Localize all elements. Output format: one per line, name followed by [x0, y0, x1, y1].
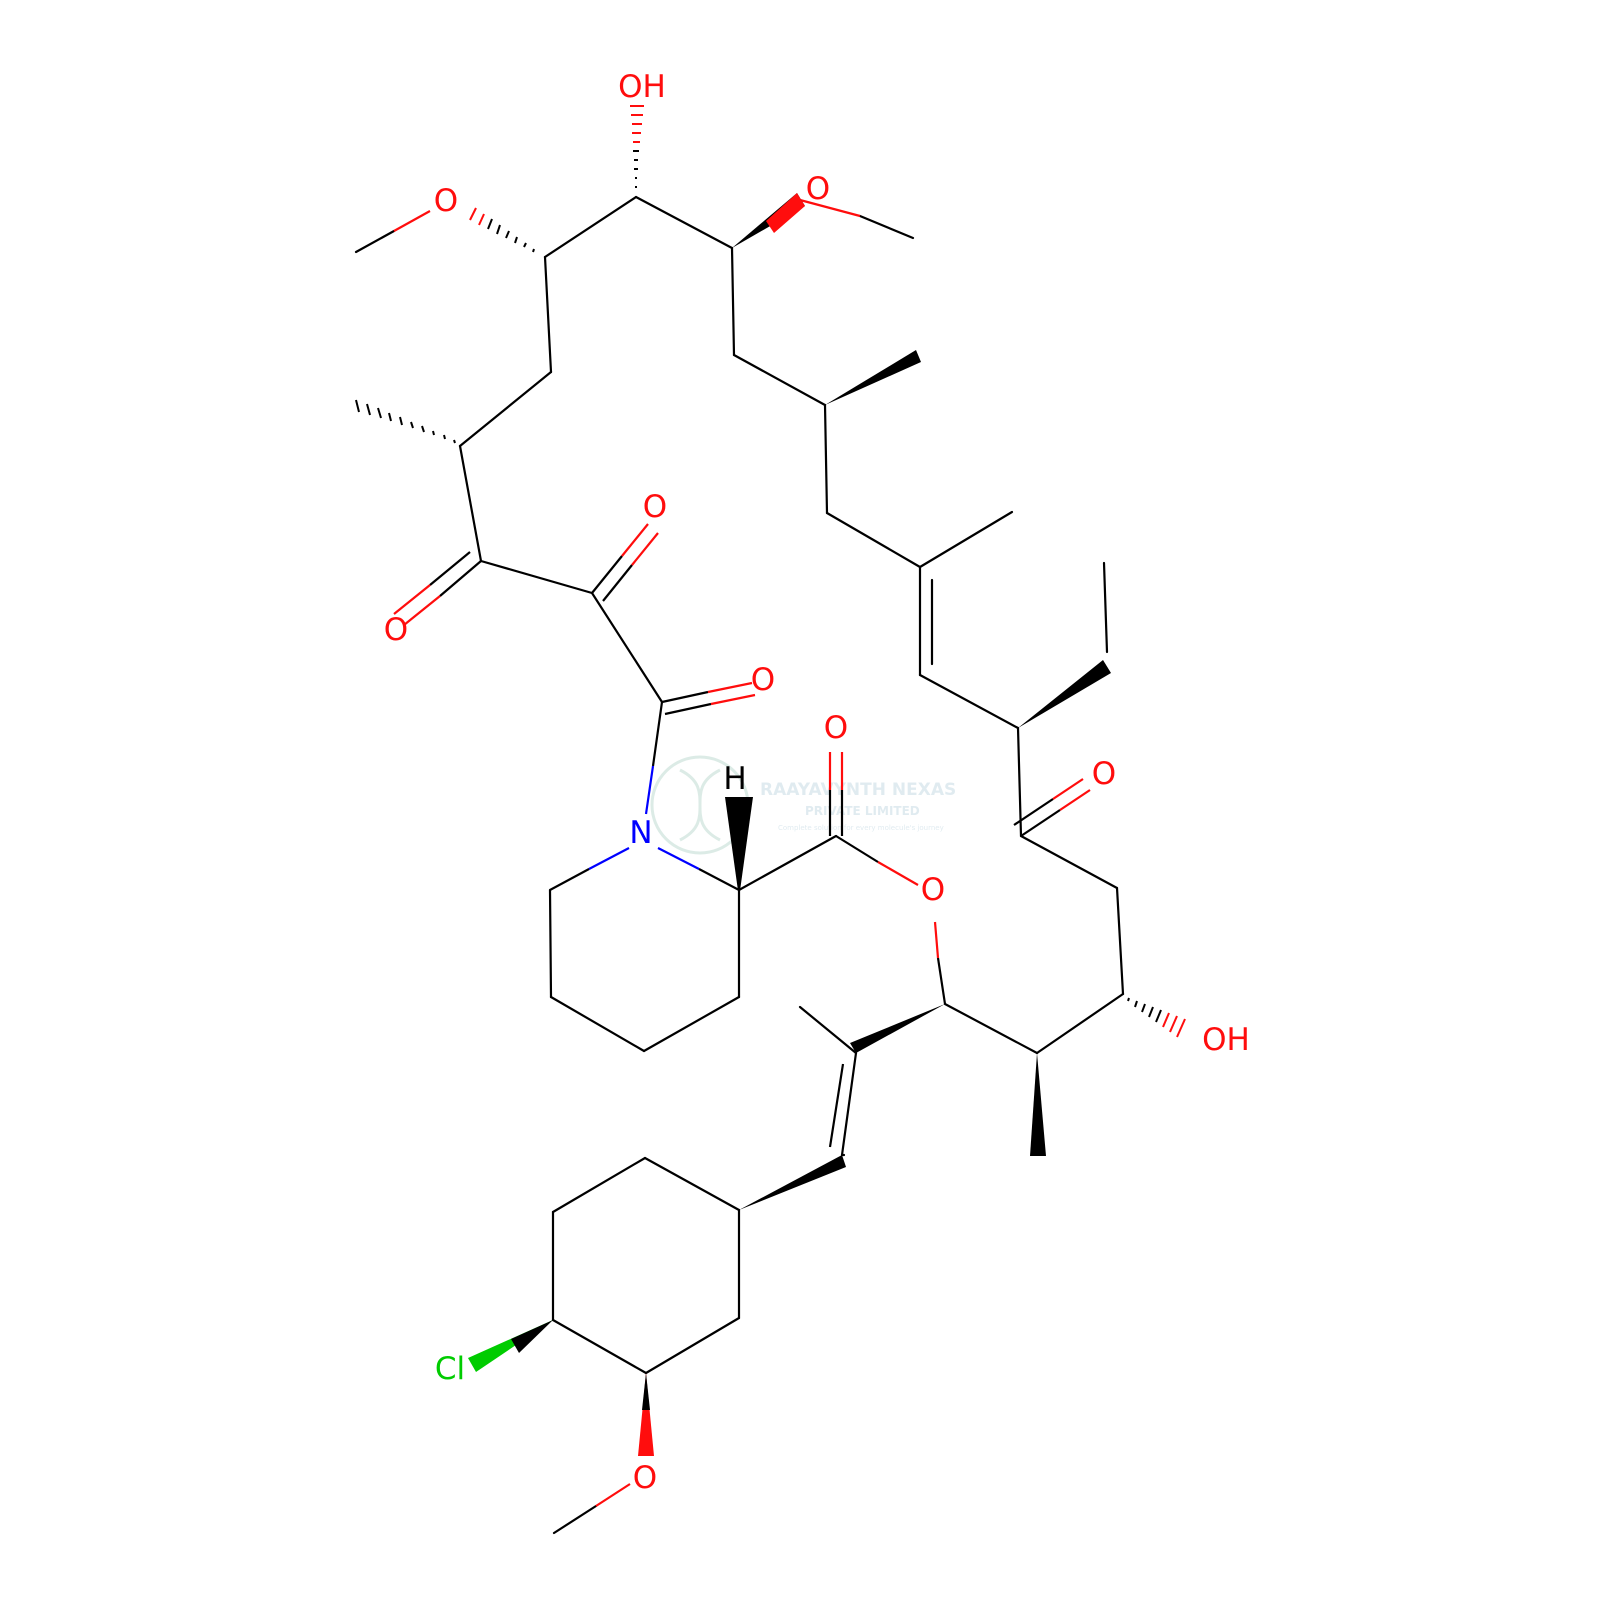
atom-o-methoxy-right: O	[806, 171, 830, 207]
bonds	[354, 195, 1125, 1535]
atom-o-methoxy-bottom: O	[633, 1460, 657, 1496]
atom-h-stereo: H	[723, 761, 746, 797]
atom-cl: Cl	[435, 1351, 465, 1387]
atom-o-ketone-top: O	[643, 489, 667, 525]
atom-oh-right: OH	[1202, 1022, 1250, 1058]
atom-o-ester: O	[921, 872, 945, 908]
atom-labels: OH O O O O O N H O O O OH Cl O	[384, 69, 1250, 1496]
atom-oh-top: OH	[618, 69, 666, 105]
atom-o-ester-carbonyl: O	[824, 710, 848, 746]
atom-o-ketone-left: O	[384, 612, 408, 648]
hetero-bonds	[393, 198, 1091, 1507]
atom-o-amide: O	[751, 662, 775, 698]
watermark-line3: Complete solution for every molecule's j…	[778, 824, 944, 832]
atom-o-ketone-right: O	[1092, 756, 1116, 792]
wedge-bonds	[468, 193, 1111, 1456]
atom-n-ring: N	[629, 815, 652, 851]
watermark-line2: PRIVATE LIMITED	[805, 804, 920, 818]
watermark-line1: RAAYAVYNTH NEXAS	[760, 780, 956, 800]
double-bonds	[828, 1063, 845, 1148]
hash-bonds	[355, 105, 1186, 1038]
atom-o-methoxy-left: O	[434, 183, 458, 219]
watermark: RAAYAVYNTH NEXAS PRIVATE LIMITED Complet…	[650, 755, 956, 855]
